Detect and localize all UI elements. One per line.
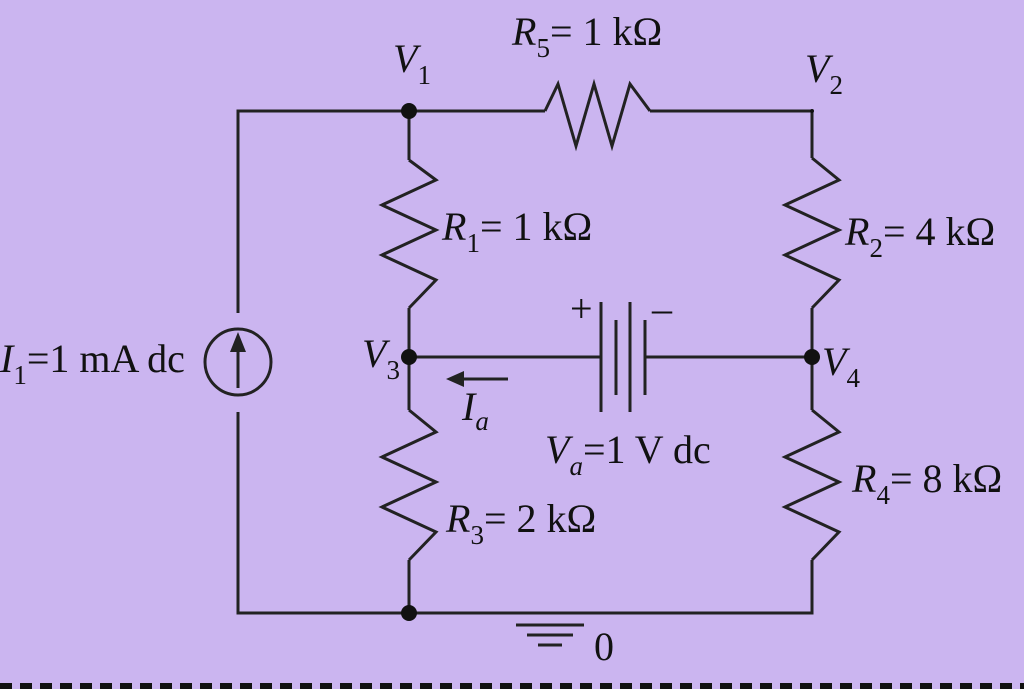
resistor-r1 [378, 158, 440, 310]
wire-bottom [409, 560, 814, 615]
current-source-circle [203, 327, 273, 397]
node-dot-v2 [810, 109, 814, 113]
ground-symbol [516, 623, 584, 647]
resistor-r4-zigzag [781, 408, 843, 562]
label-r1: R1= 1 kΩ [441, 204, 592, 258]
resistor-r3 [378, 408, 440, 562]
node-dot-v3 [401, 349, 417, 365]
label-r4: R4= 8 kΩ [851, 456, 1002, 510]
label-r3: R3= 2 kΩ [445, 496, 596, 550]
resistor-r5-zigzag [543, 78, 652, 152]
label-va-minus: – [651, 286, 673, 331]
left-arrow-icon [446, 371, 464, 387]
voltage-source [599, 302, 647, 412]
up-arrow-icon [230, 332, 246, 352]
label-v4: V4 [822, 339, 860, 393]
resistor-r2 [781, 156, 843, 310]
wire-left-top [236, 109, 409, 313]
label-ia: Ia [461, 384, 489, 436]
resistor-r4 [781, 408, 843, 562]
node-dot-v4 [804, 349, 820, 365]
label-r2: R2= 4 kΩ [844, 209, 995, 263]
resistor-r5 [543, 78, 652, 152]
label-ground: 0 [594, 624, 614, 669]
node-dot-ground [401, 605, 417, 621]
node-dot-v1 [401, 103, 417, 119]
label-i1: I1=1 mA dc [0, 336, 185, 390]
label-v1: V1 [393, 36, 431, 90]
label-v3: V3 [362, 331, 400, 385]
label-va-plus: + [570, 286, 593, 331]
label-r5: R5= 1 kΩ [511, 9, 662, 63]
label-va: Va=1 V dc [545, 427, 711, 481]
resistor-r3-zigzag [378, 408, 440, 562]
wire-left-bottom [236, 412, 409, 615]
resistor-r2-zigzag [781, 156, 843, 310]
current-source [203, 327, 273, 397]
resistor-r1-zigzag [378, 158, 440, 310]
node-dots [401, 103, 820, 621]
label-v2: V2 [805, 46, 843, 100]
branch-current-arrow [446, 371, 508, 387]
wire-r5-v2 [650, 109, 814, 158]
